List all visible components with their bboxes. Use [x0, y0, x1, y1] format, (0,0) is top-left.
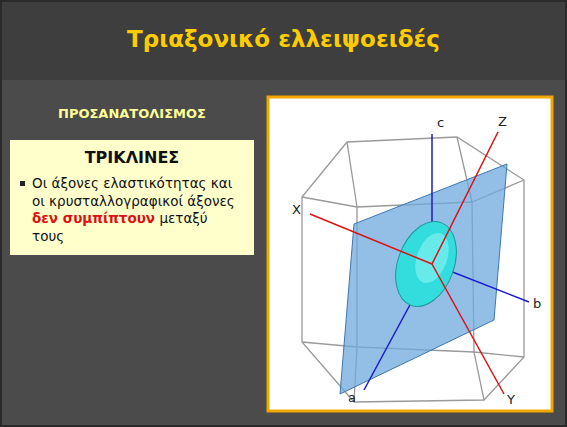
axis-label: X [292, 202, 301, 217]
body-text: Οι άξονες ελαστικότητας και οι κρυσταλλο… [32, 175, 235, 209]
emphasis-text: δεν συμπίπτουν [32, 210, 155, 226]
box-heading: ΤΡΙΚΛΙΝΕΣ [20, 148, 244, 167]
axis-label: b [533, 296, 541, 311]
axis-label: Z [498, 114, 507, 129]
axis-label: a [348, 390, 356, 405]
axis-label: c [437, 115, 444, 130]
info-box: ΤΡΙΚΛΙΝΕΣ Οι άξονες ελαστικότητας και οι … [10, 140, 254, 255]
bullet-text: Οι άξονες ελαστικότητας και οι κρυσταλλο… [20, 175, 244, 245]
section-label: ΠΡΟΣΑΝΑΤΟΛΙΣΜΟΣ [58, 106, 206, 121]
slide-title: Τριαξονικό ελλειψοειδές [2, 26, 565, 52]
axis-label: Y [507, 392, 515, 407]
bullet-mark [20, 181, 25, 186]
